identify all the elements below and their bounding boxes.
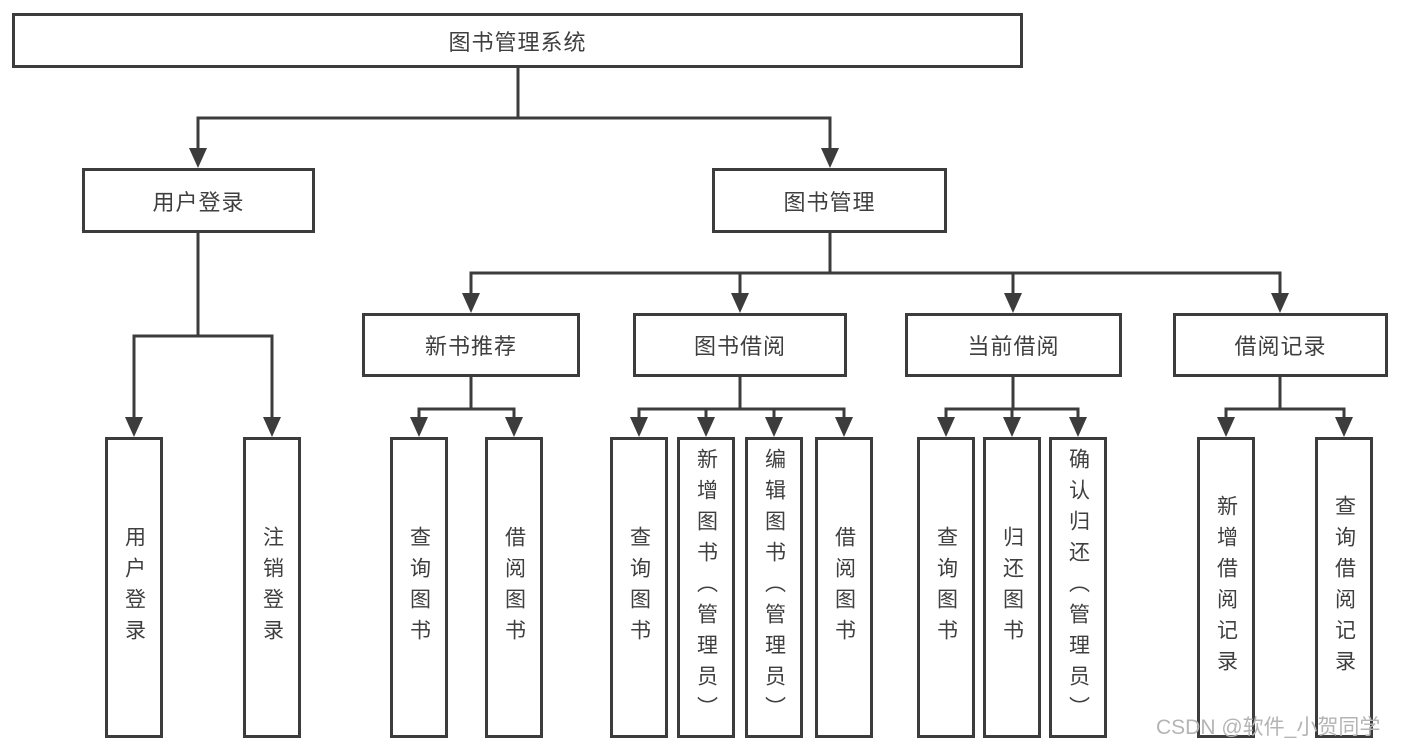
leaf-query-books-2-label: 查询图书 (627, 525, 651, 650)
leaf-borrow-books-2-label: 借阅图书 (832, 525, 856, 650)
node-root-label: 图书管理系统 (448, 29, 587, 55)
node-root: 图书管理系统 (12, 13, 1023, 68)
leaf-borrow-books-1: 借阅图书 (485, 437, 543, 738)
connector-current-borrow-children (937, 377, 1087, 437)
leaf-return-books: 归还图书 (983, 437, 1041, 738)
node-current-borrow: 当前借阅 (905, 313, 1122, 377)
node-book-mgmt: 图书管理 (712, 168, 947, 233)
leaf-query-books-1: 查询图书 (390, 437, 448, 738)
connector-book-borrow-children (630, 377, 853, 437)
leaf-query-borrow-record-label: 查询借阅记录 (1332, 494, 1356, 681)
arrowhead (410, 417, 428, 437)
arrowhead (1069, 417, 1087, 437)
node-new-book-recommend-label: 新书推荐 (424, 334, 517, 359)
leaf-query-books-3-label: 查询图书 (934, 525, 958, 650)
arrowhead (731, 293, 749, 313)
arrowhead (630, 417, 648, 437)
node-book-borrow: 图书借阅 (633, 313, 847, 377)
leaf-borrow-books-1-label: 借阅图书 (502, 525, 526, 650)
leaf-confirm-return-admin-label: 确认归还（管理员） (1066, 448, 1090, 727)
node-book-mgmt-label: 图书管理 (783, 189, 876, 215)
connector-new-book-children (410, 377, 523, 437)
arrowhead (821, 148, 839, 168)
leaf-edit-books-admin: 编辑图书（管理员） (745, 437, 803, 738)
leaf-query-books-3: 查询图书 (917, 437, 975, 738)
leaf-add-books-admin: 新增图书（管理员） (677, 437, 735, 738)
arrowhead (937, 417, 955, 437)
leaf-query-books-2: 查询图书 (610, 437, 668, 738)
leaf-user-login-label: 用户登录 (122, 525, 146, 650)
leaf-logout-label: 注销登录 (260, 525, 284, 650)
node-new-book-recommend: 新书推荐 (362, 313, 580, 377)
arrowhead (1004, 293, 1022, 313)
arrowhead (765, 417, 783, 437)
arrowhead (1003, 417, 1021, 437)
arrowhead (1271, 293, 1289, 313)
leaf-confirm-return-admin: 确认归还（管理员） (1049, 437, 1107, 738)
node-user-login-label: 用户登录 (152, 189, 245, 215)
arrowhead (263, 417, 281, 437)
leaf-add-books-admin-label: 新增图书（管理员） (694, 448, 718, 727)
node-current-borrow-label: 当前借阅 (967, 334, 1060, 359)
connector-book-mgmt-to-level3 (462, 233, 1289, 313)
leaf-logout: 注销登录 (243, 437, 301, 738)
leaf-query-borrow-record: 查询借阅记录 (1315, 437, 1373, 738)
connector-user-login-children (125, 233, 281, 437)
arrowhead (125, 417, 143, 437)
arrowhead (835, 417, 853, 437)
leaf-return-books-label: 归还图书 (1000, 525, 1024, 650)
arrowhead (1217, 417, 1235, 437)
arrowhead (505, 417, 523, 437)
connector-root-to-level2 (189, 68, 839, 168)
csdn-watermark: CSDN @软件_小贺同学 (1156, 716, 1381, 739)
arrowhead (697, 417, 715, 437)
node-book-borrow-label: 图书借阅 (693, 334, 786, 359)
leaf-user-login: 用户登录 (105, 437, 163, 738)
leaf-query-books-1-label: 查询图书 (407, 525, 431, 650)
arrowhead (462, 293, 480, 313)
leaf-edit-books-admin-label: 编辑图书（管理员） (762, 448, 786, 727)
node-user-login: 用户登录 (82, 168, 315, 233)
arrowhead (189, 148, 207, 168)
leaf-add-borrow-record: 新增借阅记录 (1197, 437, 1255, 738)
leaf-borrow-books-2: 借阅图书 (815, 437, 873, 738)
leaf-add-borrow-record-label: 新增借阅记录 (1214, 494, 1238, 681)
arrowhead (1335, 417, 1353, 437)
node-borrow-records-label: 借阅记录 (1234, 334, 1327, 359)
node-borrow-records: 借阅记录 (1173, 313, 1388, 377)
connector-borrow-records-children (1217, 377, 1353, 437)
